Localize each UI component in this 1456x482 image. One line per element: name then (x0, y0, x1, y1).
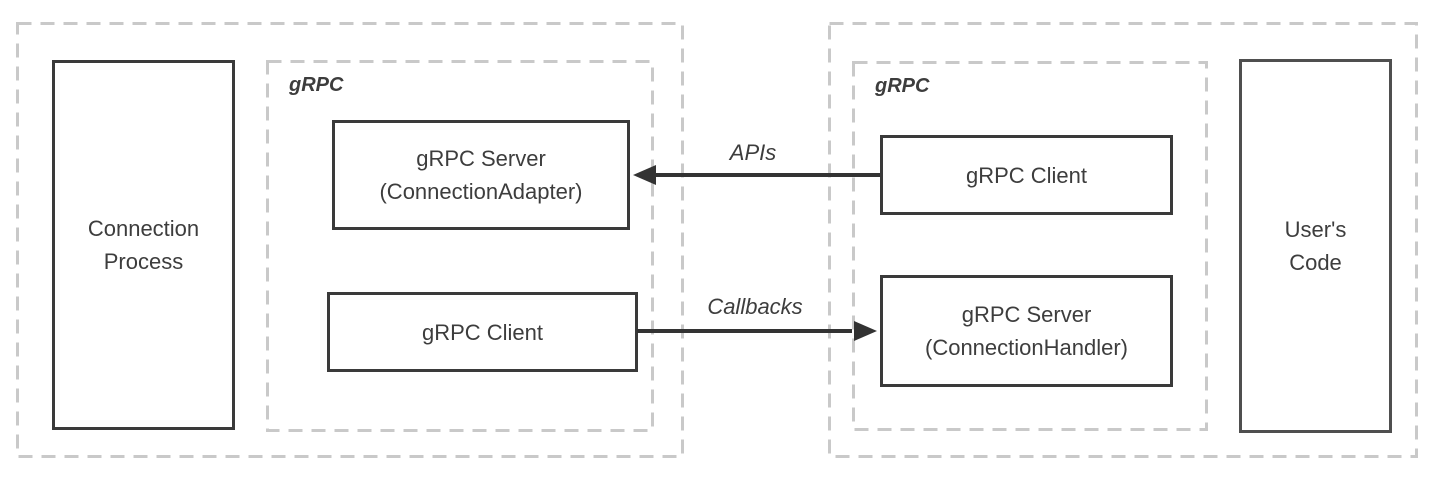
callbacks-arrowhead-right-icon (854, 321, 877, 341)
dashed-rect (16, 22, 684, 458)
right-grpc-label: gRPC (875, 75, 930, 97)
grpc-server-connection-adapter-box: gRPC Server (ConnectionAdapter) (332, 120, 630, 230)
right-user-group-border (828, 22, 1418, 458)
apis-arrow-label: APIs (729, 140, 777, 165)
left-grpc-container: gRPC (266, 60, 654, 432)
grpc-server-handler-label-line2: (ConnectionHandler) (925, 335, 1128, 360)
callbacks-arrow-line (637, 329, 852, 333)
apis-arrowhead-left-icon (633, 165, 656, 185)
users-code-label-line1: User's (1284, 217, 1347, 242)
dashed-rect (266, 60, 654, 432)
grpc-server-adapter-label-line2: (ConnectionAdapter) (379, 179, 583, 204)
connection-process-label-line1: Connection (87, 216, 200, 241)
users-code-box: User's Code (1239, 59, 1392, 433)
dashed-rect (852, 61, 1208, 431)
left-process-group-border (16, 22, 684, 458)
dashed-rect (828, 22, 1418, 458)
grpc-server-handler-label-line1: gRPC Server (961, 302, 1092, 327)
grpc-server-connection-handler-box: gRPC Server (ConnectionHandler) (880, 275, 1173, 387)
users-code-label-line2: Code (1289, 250, 1342, 275)
connection-process-label-line2: Process (103, 249, 184, 274)
left-grpc-label: gRPC (289, 74, 344, 96)
left-grpc-client-box: gRPC Client (327, 292, 638, 372)
grpc-server-adapter-label-line1: gRPC Server (416, 146, 546, 171)
callbacks-arrow-label: Callbacks (707, 294, 803, 319)
right-grpc-client-box: gRPC Client (880, 135, 1173, 215)
apis-arrow-line (652, 173, 880, 177)
right-grpc-container: gRPC (852, 61, 1208, 431)
right-grpc-client-label: gRPC Client (965, 162, 1088, 188)
left-grpc-client-label: gRPC Client (421, 319, 544, 345)
connection-process-box: Connection Process (52, 60, 235, 430)
